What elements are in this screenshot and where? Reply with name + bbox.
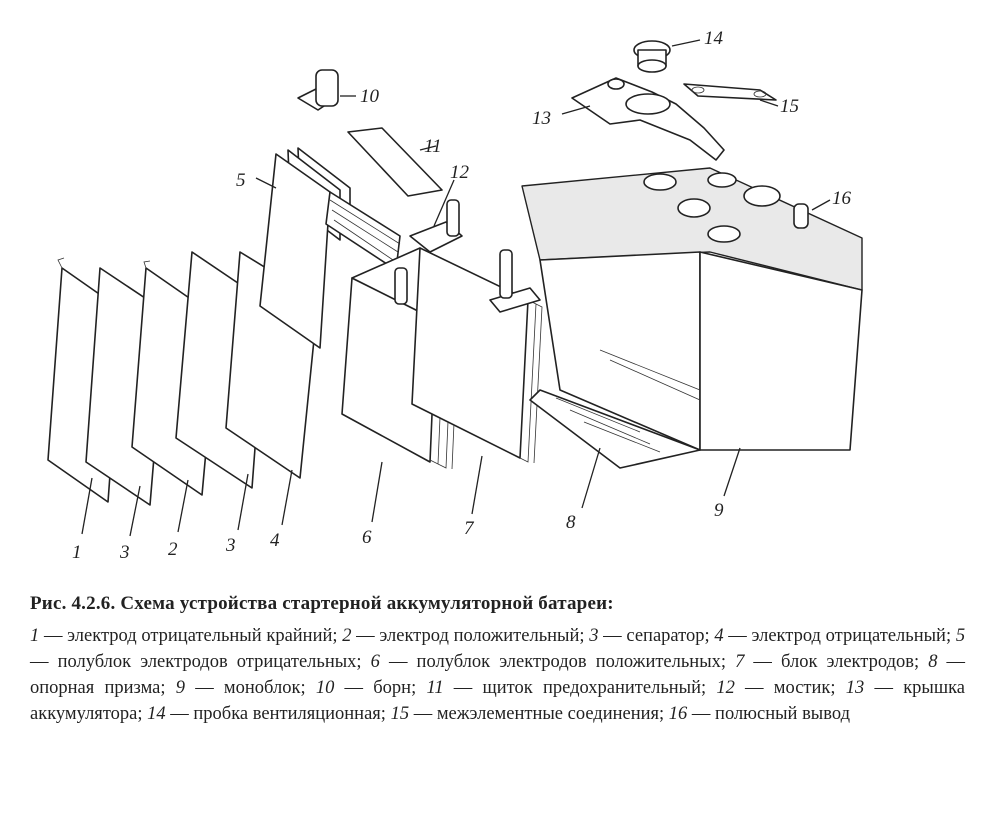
label-16: 16	[832, 188, 852, 209]
legend-item: 13 — крышка аккумулятора;	[30, 678, 966, 724]
half-block-negative	[259, 147, 401, 349]
protective-shield	[347, 127, 443, 197]
legend-item: 5 — полублок электродов отрицательных;	[30, 626, 966, 672]
label-13: 13	[532, 108, 551, 129]
vent-plug	[633, 40, 671, 73]
legend-item: 14 — пробка вентиляционная;	[147, 704, 391, 724]
caption-legend: 1 — электрод отрицательный крайний; 2 — …	[30, 623, 965, 727]
label-5: 5	[236, 170, 246, 191]
label-12: 12	[450, 162, 470, 183]
label-6: 6	[362, 527, 372, 548]
leader-lines	[81, 39, 831, 537]
label-10: 10	[360, 86, 380, 107]
label-3b: 3	[225, 535, 236, 556]
label-1: 1	[72, 542, 82, 563]
legend-item: 6 — полублок электродов положительных;	[370, 652, 736, 672]
label-9: 9	[714, 500, 724, 521]
caption-title: Рис. 4.2.6. Схема устройства стартерной …	[30, 593, 614, 614]
cell-cover	[571, 77, 725, 161]
figure-caption: Рис. 4.2.6. Схема устройства стартерной …	[30, 593, 965, 727]
label-14: 14	[704, 28, 724, 49]
label-11: 11	[424, 136, 442, 157]
label-3a: 3	[119, 542, 130, 563]
label-8: 8	[566, 512, 576, 533]
legend-item: 10 — борн;	[315, 678, 427, 698]
electrode-block	[409, 199, 543, 464]
legend-item: 2 — электрод положительный;	[342, 626, 590, 646]
legend-item: 15 — межэлементные соединения;	[390, 704, 669, 724]
label-2: 2	[168, 539, 178, 560]
monoblock	[521, 167, 863, 469]
legend-item: 16 — полюсный вывод	[668, 704, 850, 724]
legend-item: 3 — сепаратор;	[589, 626, 715, 646]
legend-item: 1 — электрод отрицательный крайний;	[30, 626, 343, 646]
legend-item: 7 — блок электродов;	[735, 652, 929, 672]
label-7: 7	[464, 518, 475, 539]
legend-item: 4 — электрод отрицательный;	[714, 626, 956, 646]
label-15: 15	[780, 96, 799, 117]
legend-item: 9 — моноблок;	[175, 678, 316, 698]
inter-cell-connector	[683, 83, 777, 101]
terminal-post	[297, 69, 339, 111]
label-4: 4	[270, 530, 280, 551]
legend-item: 11 — щиток предохранительный;	[426, 678, 717, 698]
legend-item: 8 — опорная призма;	[30, 652, 966, 698]
battery-lid	[643, 172, 809, 243]
battery-exploded-diagram: 1 3 2 3 4 5 6 7 8 9 10 11 12 13 14 15 16	[47, 28, 863, 563]
legend-item: 12 — мостик;	[716, 678, 846, 698]
